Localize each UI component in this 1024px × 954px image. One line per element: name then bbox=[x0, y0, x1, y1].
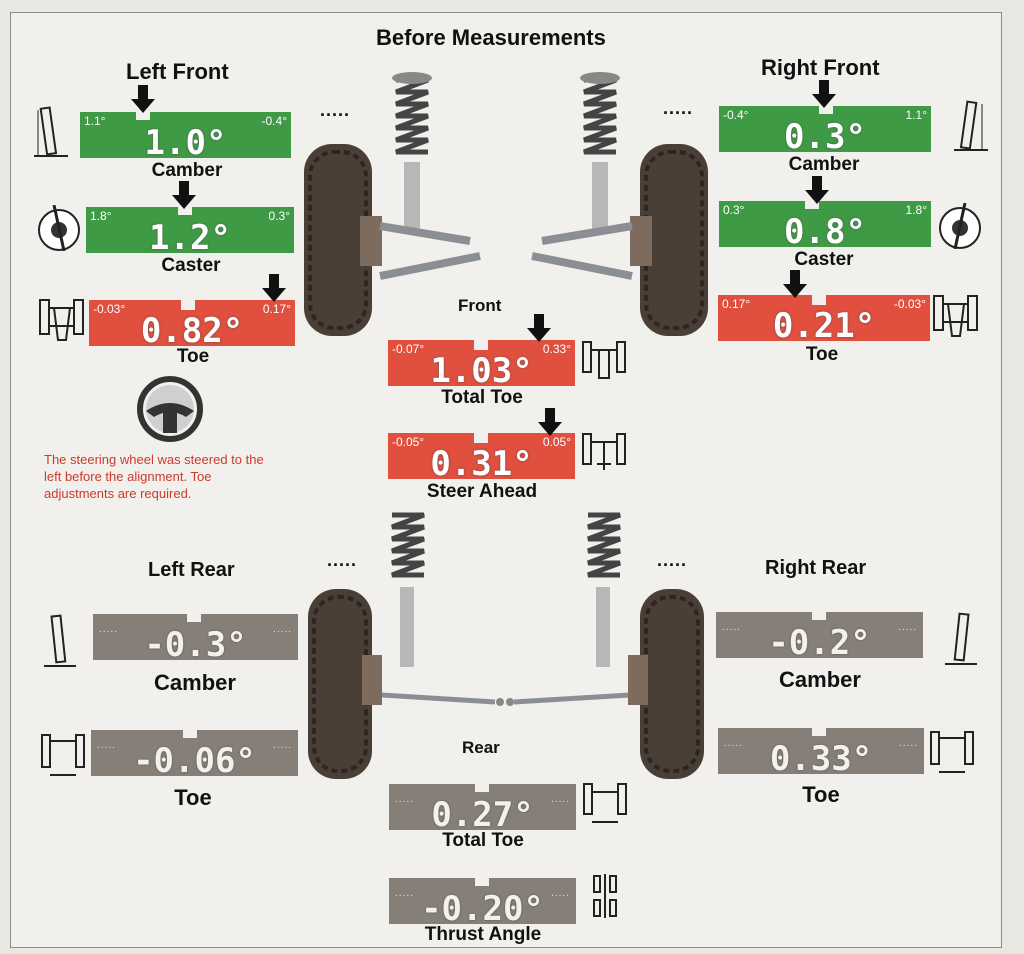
range-min: -0.05° bbox=[392, 435, 425, 449]
range-min: 0.3° bbox=[723, 203, 745, 217]
down-arrow-icon bbox=[527, 314, 551, 342]
rear-total-toe-value: 0.27° bbox=[431, 795, 534, 835]
total-toe-icon bbox=[582, 341, 626, 379]
toe-icon bbox=[933, 295, 978, 337]
rear-total-toe-gauge: .......... 0.27° bbox=[389, 784, 576, 835]
left-front-toe-value: 0.82° bbox=[140, 311, 244, 351]
steering-wheel-icon bbox=[137, 376, 203, 442]
down-arrow-icon bbox=[812, 80, 836, 108]
left-rear-camber-value: -0.3° bbox=[144, 625, 247, 665]
right-front-toe-gauge: 0.17° -0.03° 0.21° bbox=[718, 295, 930, 346]
right-front-caster-label: Caster bbox=[794, 249, 854, 270]
separator-dots: ..... bbox=[657, 550, 688, 570]
right-front-toe-value: 0.21° bbox=[772, 306, 876, 346]
toe-icon bbox=[41, 734, 85, 776]
camber-icon bbox=[34, 106, 68, 157]
left-front-caster-label: Caster bbox=[161, 255, 221, 276]
front-total-toe-gauge: -0.07° 0.33° 1.03° bbox=[388, 340, 575, 391]
right-rear-toe-value: 0.33° bbox=[769, 739, 873, 779]
range-max: 1.8° bbox=[905, 203, 927, 217]
range-max: 0.05° bbox=[542, 435, 571, 449]
right-front-camber-gauge: -0.4° 1.1° 0.3° bbox=[719, 106, 931, 157]
toe-icon bbox=[39, 299, 84, 341]
thrust-angle-icon bbox=[593, 874, 617, 918]
down-arrow-icon bbox=[538, 408, 562, 436]
rear-label: Rear bbox=[462, 738, 500, 757]
left-rear-toe-label: Toe bbox=[174, 785, 212, 810]
left-front-camber-gauge: 1.1° -0.4° 1.0° bbox=[80, 112, 291, 163]
steering-note: The steering wheel was steered to the le… bbox=[44, 452, 264, 501]
range-min: -0.03° bbox=[93, 302, 126, 316]
separator-dots: ..... bbox=[320, 100, 351, 120]
right-rear-heading: Right Rear bbox=[765, 557, 867, 579]
thrust-angle-value: -0.20° bbox=[421, 889, 544, 929]
total-toe-icon bbox=[583, 783, 627, 823]
right-front-caster-gauge: 0.3° 1.8° 0.8° bbox=[719, 201, 931, 252]
range-max: 0.33° bbox=[542, 342, 571, 356]
down-arrow-icon bbox=[262, 274, 286, 302]
right-front-heading: Right Front bbox=[761, 55, 880, 80]
left-front-camber-value: 1.0° bbox=[144, 123, 227, 163]
steer-ahead-gauge: -0.05° 0.05° 0.31° bbox=[388, 433, 575, 484]
range-max: -0.03° bbox=[893, 297, 926, 311]
range-max: 0.3° bbox=[268, 209, 290, 223]
front-total-toe-value: 1.03° bbox=[430, 351, 533, 391]
thrust-angle-gauge: .......... -0.20° bbox=[389, 878, 576, 929]
range-min: -0.07° bbox=[392, 342, 425, 356]
left-rear-camber-gauge: .......... -0.3° bbox=[93, 614, 298, 665]
right-front-camber-label: Camber bbox=[788, 154, 860, 175]
front-suspension-illustration bbox=[304, 72, 708, 336]
down-arrow-icon bbox=[805, 176, 829, 204]
down-arrow-icon bbox=[783, 270, 807, 298]
right-rear-toe-label: Toe bbox=[802, 782, 840, 807]
camber-icon bbox=[954, 100, 988, 151]
right-front-toe-label: Toe bbox=[805, 344, 839, 365]
right-front-camber-value: 0.3° bbox=[784, 117, 866, 157]
left-rear-heading: Left Rear bbox=[148, 559, 235, 581]
left-rear-toe-gauge: .......... -0.06° bbox=[91, 730, 298, 781]
steer-ahead-icon bbox=[582, 433, 626, 470]
rear-suspension-illustration bbox=[308, 512, 704, 779]
steer-ahead-label: Steer Ahead bbox=[426, 481, 538, 502]
left-rear-toe-value: -0.06° bbox=[133, 741, 256, 781]
right-rear-camber-gauge: .......... -0.2° bbox=[716, 612, 923, 663]
range-max: 1.1° bbox=[905, 108, 927, 122]
caster-icon bbox=[38, 205, 80, 251]
camber-icon bbox=[945, 612, 977, 665]
caster-icon bbox=[939, 203, 981, 249]
left-rear-camber-label: Camber bbox=[154, 670, 236, 695]
right-rear-toe-gauge: .......... 0.33° bbox=[718, 728, 924, 779]
range-min: 1.8° bbox=[90, 209, 112, 223]
separator-dots: ..... bbox=[663, 98, 694, 118]
range-max: 0.17° bbox=[262, 302, 291, 316]
left-front-toe-gauge: -0.03° 0.17° 0.82° bbox=[89, 300, 295, 351]
thrust-angle-label: Thrust Angle bbox=[424, 924, 542, 945]
left-front-camber-label: Camber bbox=[151, 160, 223, 181]
range-min: 0.17° bbox=[722, 297, 751, 311]
left-front-caster-value: 1.2° bbox=[149, 218, 231, 258]
right-front-caster-value: 0.8° bbox=[784, 212, 866, 252]
left-front-toe-label: Toe bbox=[176, 346, 210, 367]
down-arrow-icon bbox=[131, 85, 155, 113]
front-total-toe-label: Total Toe bbox=[441, 387, 523, 408]
range-min: 1.1° bbox=[84, 114, 106, 128]
report-title: Before Measurements bbox=[376, 25, 606, 50]
camber-icon bbox=[44, 614, 76, 667]
left-front-caster-gauge: 1.8° 0.3° 1.2° bbox=[86, 207, 294, 258]
right-rear-camber-label: Camber bbox=[779, 667, 861, 692]
down-arrow-icon bbox=[172, 181, 196, 209]
steer-ahead-value: 0.31° bbox=[430, 444, 533, 484]
range-min: -0.4° bbox=[723, 108, 749, 122]
toe-icon bbox=[930, 731, 974, 773]
rear-total-toe-label: Total Toe bbox=[442, 830, 524, 851]
right-rear-camber-value: -0.2° bbox=[768, 623, 871, 663]
separator-dots: ..... bbox=[327, 550, 358, 570]
left-front-heading: Left Front bbox=[126, 59, 229, 84]
front-label: Front bbox=[458, 296, 502, 315]
range-max: -0.4° bbox=[261, 114, 287, 128]
